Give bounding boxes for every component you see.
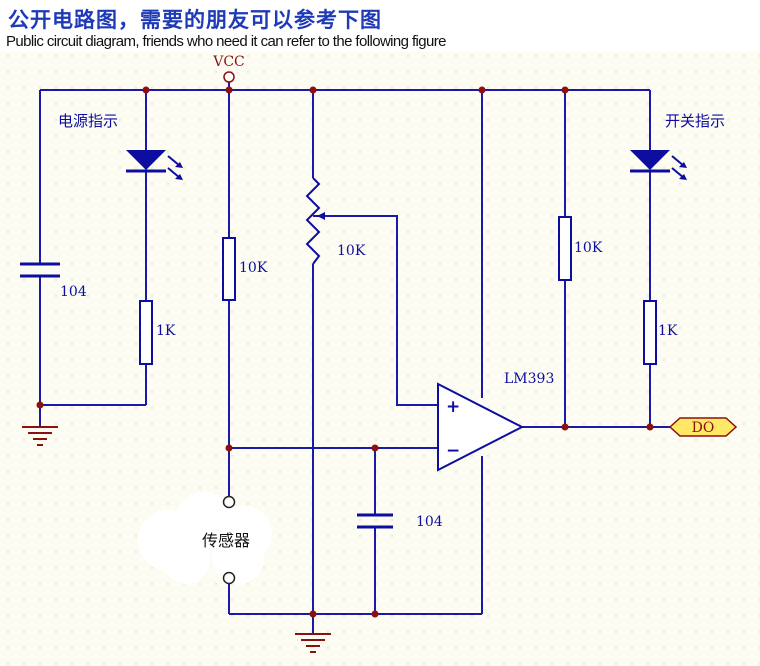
page-title: 公开电路图，需要的朋友可以参考下图 — [8, 7, 382, 32]
potentiometer-10k — [305, 177, 325, 265]
resistor-1k-left — [139, 300, 153, 365]
output-port-label: DO — [692, 420, 715, 436]
sensor-terminal-top — [222, 495, 236, 509]
led-power — [126, 150, 183, 180]
sensor-cloud — [138, 492, 272, 584]
resistor-10k-divider — [222, 237, 236, 301]
resistor-1k-right-label: 1K — [658, 323, 678, 339]
resistor-10k-pullup-label: 10K — [574, 240, 603, 256]
junction-dots — [36, 86, 654, 618]
wires — [39, 82, 670, 634]
resistor-10k-divider-label: 10K — [239, 260, 268, 276]
comparator-minus-sign: − — [446, 441, 460, 461]
page-subtitle: Public circuit diagram, friends who need… — [6, 33, 446, 50]
sensor-terminal-bottom — [222, 571, 236, 585]
led-switch — [630, 150, 687, 180]
switch-indicator-label: 开关指示 — [665, 112, 725, 130]
sensor-label: 传感器 — [202, 531, 250, 550]
potentiometer-label: 10K — [337, 243, 366, 259]
output-port-do — [668, 417, 738, 437]
capacitor-left — [20, 262, 60, 278]
capacitor-left-label: 104 — [60, 284, 87, 300]
comparator-plus-sign: + — [446, 397, 460, 417]
vcc-label: VCC — [212, 54, 245, 70]
grid-background — [0, 52, 760, 666]
vcc-terminal — [223, 71, 235, 83]
capacitor-bottom-label: 104 — [416, 514, 443, 530]
comparator-lm393 — [437, 382, 525, 472]
resistor-1k-right — [643, 300, 657, 365]
resistor-10k-pullup — [558, 216, 572, 281]
resistor-1k-left-label: 1K — [156, 323, 176, 339]
ground-bottom — [295, 633, 331, 653]
ground-left — [22, 426, 58, 446]
wire-wiper-to-plus — [313, 215, 438, 406]
power-indicator-label: 电源指示 — [58, 112, 118, 130]
capacitor-bottom — [357, 513, 393, 529]
comparator-label: LM393 — [504, 371, 554, 387]
